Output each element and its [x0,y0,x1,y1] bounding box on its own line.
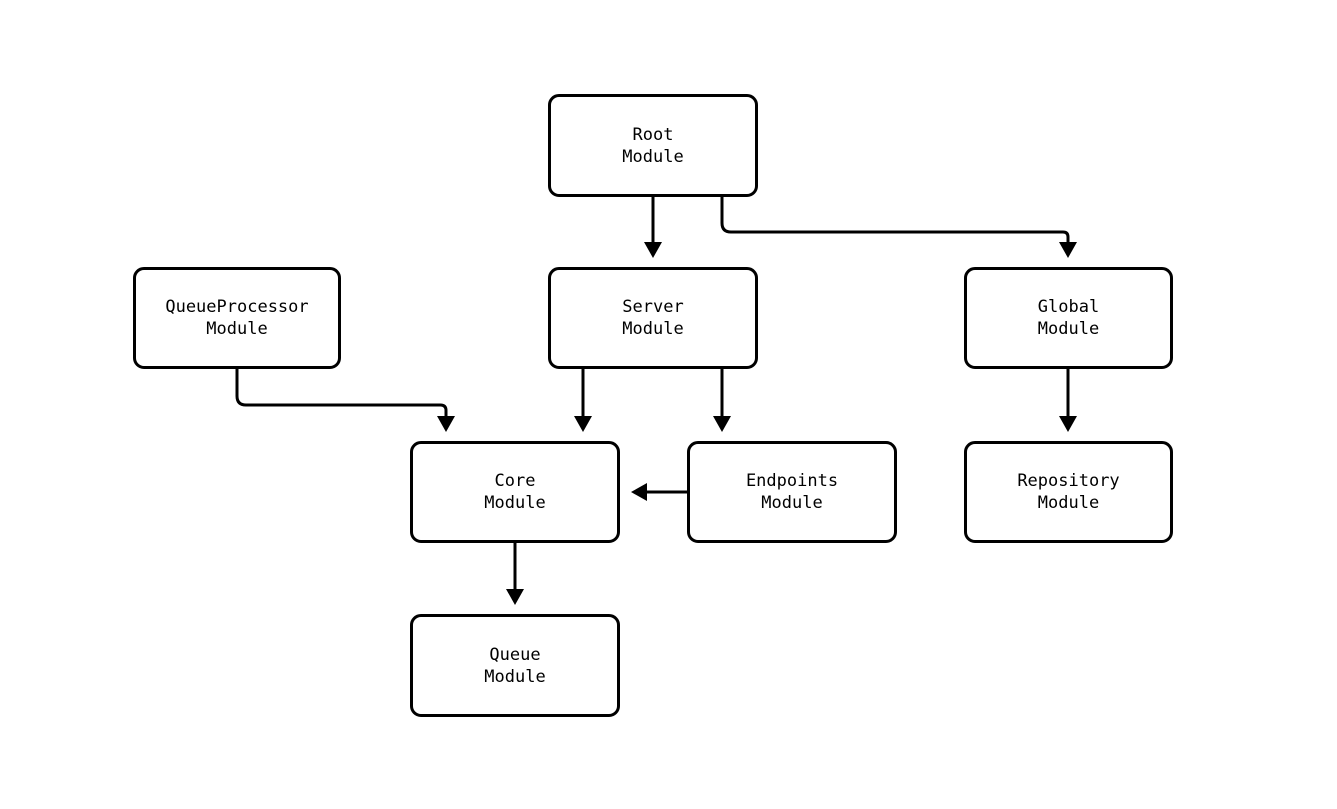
arrowhead-core-queue [506,589,524,605]
node-queue-label-line1: Queue [489,644,541,665]
edge-server-core: Server Module to Core Module [574,369,592,432]
edge-root-global: Root Module to Global Module [720,197,1077,258]
edge-root-server: Root Module to Server Module [644,197,662,258]
node-global-label-line1: Global [1037,297,1100,317]
arrowhead-global-repository [1059,416,1077,432]
arrowhead-server-core [574,416,592,432]
node-repository-label-line2: Module [1037,493,1100,513]
node-root-label-line2: Module [622,146,684,167]
node-endpoints-label-line1: Endpoints [745,471,839,491]
node-server-label-line1: Server [622,297,684,317]
node-queueprocessor-label-line1: QueueProcessor [165,297,309,317]
edge-endpoints-core: Endpoints Module to Core Module [631,483,687,501]
edge-core-queue: Core Module to Queue Module [506,543,524,605]
node-global-label-line2: Module [1037,319,1100,339]
arrowhead-root-global [1059,242,1077,258]
node-server-label-line2: Module [622,319,684,339]
arrowhead-queueprocessor-core [437,416,455,432]
edge-server-endpoints: Server Module to Endpoints Module [713,369,731,432]
node-endpoints-label-line2: Module [761,493,823,513]
node-root-label-line1: Root [632,124,674,145]
arrowhead-server-endpoints [713,416,731,432]
edge-queueprocessor-core: QueueProcessor Module to Core Module [235,369,455,432]
node-repository-label-line1: Repository [1017,471,1120,491]
edge-global-repository: Global Module to Repository Module [1059,369,1077,432]
node-core-label-line1: Core [494,471,536,491]
node-queue-label-line2: Module [484,666,546,687]
arrowhead-endpoints-core [631,483,647,501]
node-core-label-line2: Module [484,493,546,513]
node-queueprocessor-label-line2: Module [206,319,268,339]
arrowhead-root-server [644,242,662,258]
